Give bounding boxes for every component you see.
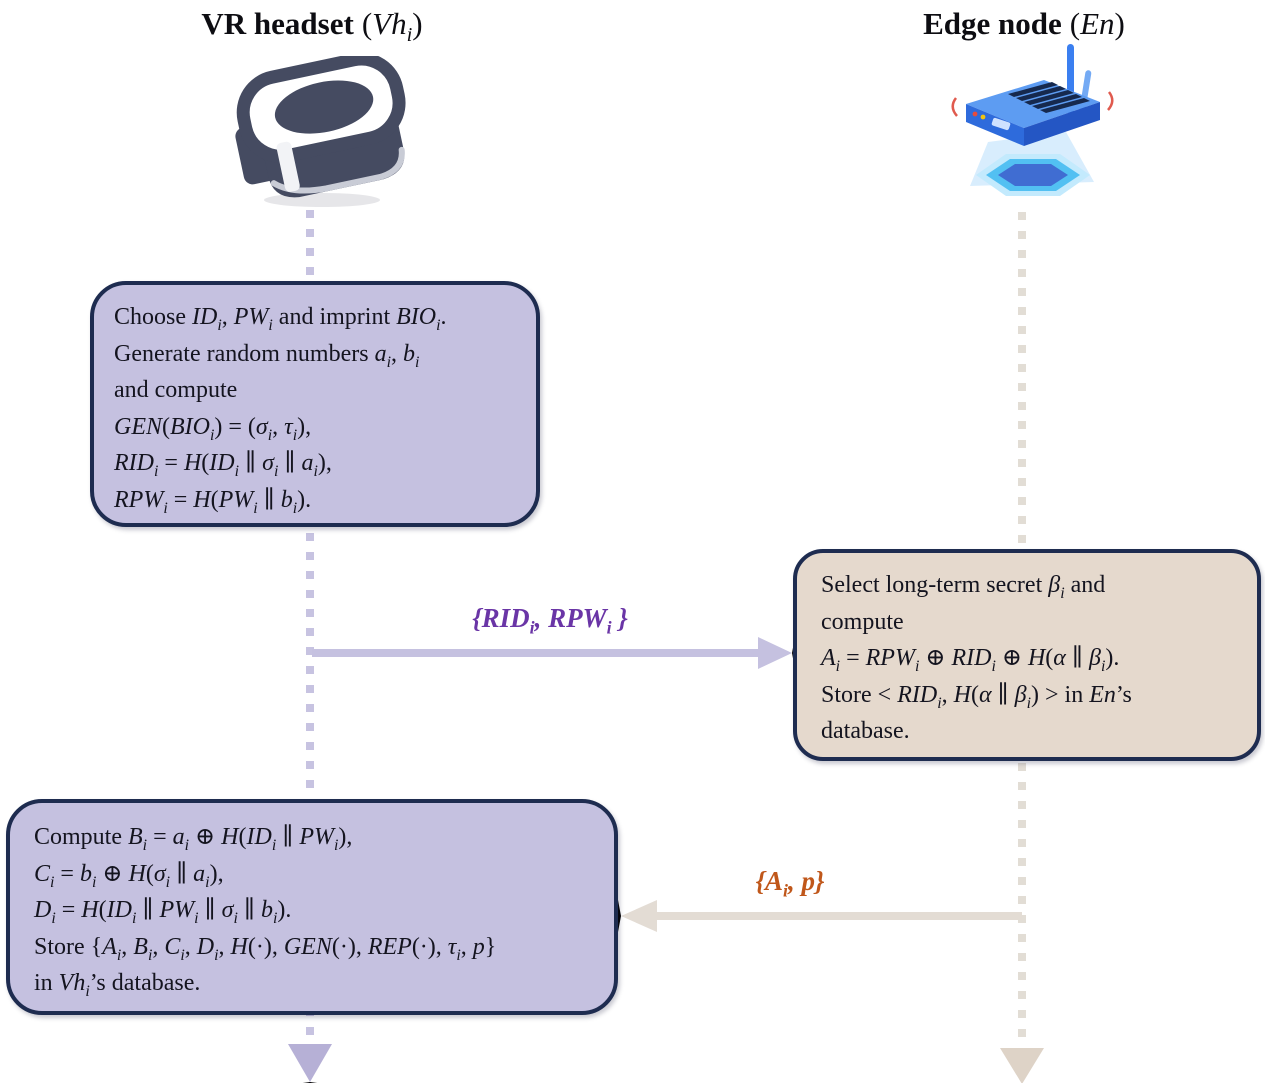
formula-line: and compute [114, 377, 238, 403]
formula-line: Compute Bi = ai ⊕ H(IDi ∥ PWi), [34, 824, 353, 854]
formula-line: Select long-term secret βi and [821, 572, 1106, 602]
vr-lifeline-arrowhead-icon [288, 1044, 332, 1083]
message-label-rid-rpw: {RIDi, RPWi } [472, 603, 628, 638]
vr-store-box: Compute Bi = ai ⊕ H(IDi ∥ PWi), Ci = bi … [6, 799, 618, 1015]
formula-line: database. [821, 718, 910, 744]
edge-node-title: Edge node(En) [923, 6, 1125, 42]
formula-line: Ai = RPWi ⊕ RIDi ⊕ H(α ∥ βi). [821, 645, 1120, 675]
arrow-right-icon [758, 637, 795, 669]
vr-headset-title-label: VR headset [201, 6, 354, 41]
formula-line: Generate random numbers ai, bi [114, 340, 420, 371]
message-label-a-p: {Ai, p} [755, 866, 825, 901]
formula-line: RPWi = H(PWi ∥ bi). [114, 486, 312, 517]
formula-line: compute [821, 608, 904, 635]
edge-lifeline-arrowhead-icon [1000, 1048, 1044, 1083]
formula-line: Store < RIDi, H(α ∥ βi) > in En’s [821, 681, 1132, 712]
message-arrow-to-vr [650, 912, 1022, 920]
arrow-left-icon [618, 900, 657, 932]
vr-headset-title-symbol: (Vhi) [361, 6, 423, 47]
formula-line: Choose IDi, PWi and imprint BIOi. [114, 304, 447, 334]
edge-node-icon [951, 44, 1114, 196]
edge-node-title-symbol: (En) [1069, 6, 1125, 41]
formula-line: Ci = bi ⊕ H(σi ∥ ai), [34, 860, 224, 891]
vr-register-box: Choose IDi, PWi and imprint BIOi. Genera… [90, 281, 540, 527]
formula-line: in Vhi’s database. [34, 970, 201, 1000]
formula-line: GEN(BIOi) = (σi, τi), [114, 413, 312, 444]
message-arrow-to-edge [312, 649, 762, 657]
edge-node-title-label: Edge node [923, 6, 1062, 41]
vr-headset-icon [235, 56, 406, 207]
formula-line: Store {Ai, Bi, Ci, Di, H(·), GEN(·), REP… [34, 933, 497, 964]
edge-compute-box: Select long-term secret βi and compute A… [793, 549, 1261, 761]
formula-line: RIDi = H(IDi ∥ σi ∥ ai), [114, 450, 332, 480]
vr-lifeline [306, 210, 314, 1048]
formula-line: Di = H(IDi ∥ PWi ∥ σi ∥ bi). [34, 897, 292, 927]
vr-headset-title: VR headset(Vhi) [201, 6, 423, 47]
